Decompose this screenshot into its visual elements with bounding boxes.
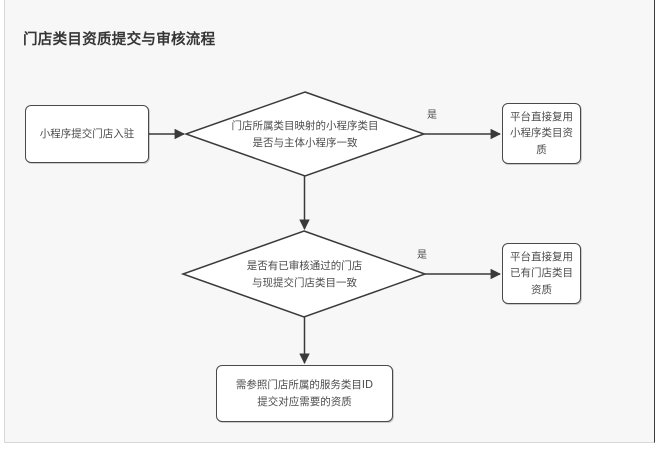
node-reuse-miniprogram-qualification[interactable]: 平台直接复用 小程序类目资 质 [502, 103, 581, 164]
node-decision-existing-store[interactable]: 是否有已审核通过的门店 与现提交门店类目一致 [246, 260, 363, 289]
page-title: 门店类目资质提交与审核流程 [23, 32, 216, 48]
node-reuse-store-qualification[interactable]: 平台直接复用 已有门店类目 资质 [502, 243, 581, 304]
edge-label-decision1-yes: 是 [427, 110, 437, 121]
node-start[interactable]: 小程序提交门店入驻 [25, 105, 149, 163]
node-submit-required-qualification[interactable]: 需参照门店所属的服务类目ID 提交对应需要的资质 [216, 365, 393, 422]
node-decision-category-match[interactable]: 门店所属类目映射的小程序类目 是否与主体小程序一致 [231, 120, 379, 149]
edge-label-decision2-yes: 是 [417, 250, 427, 261]
